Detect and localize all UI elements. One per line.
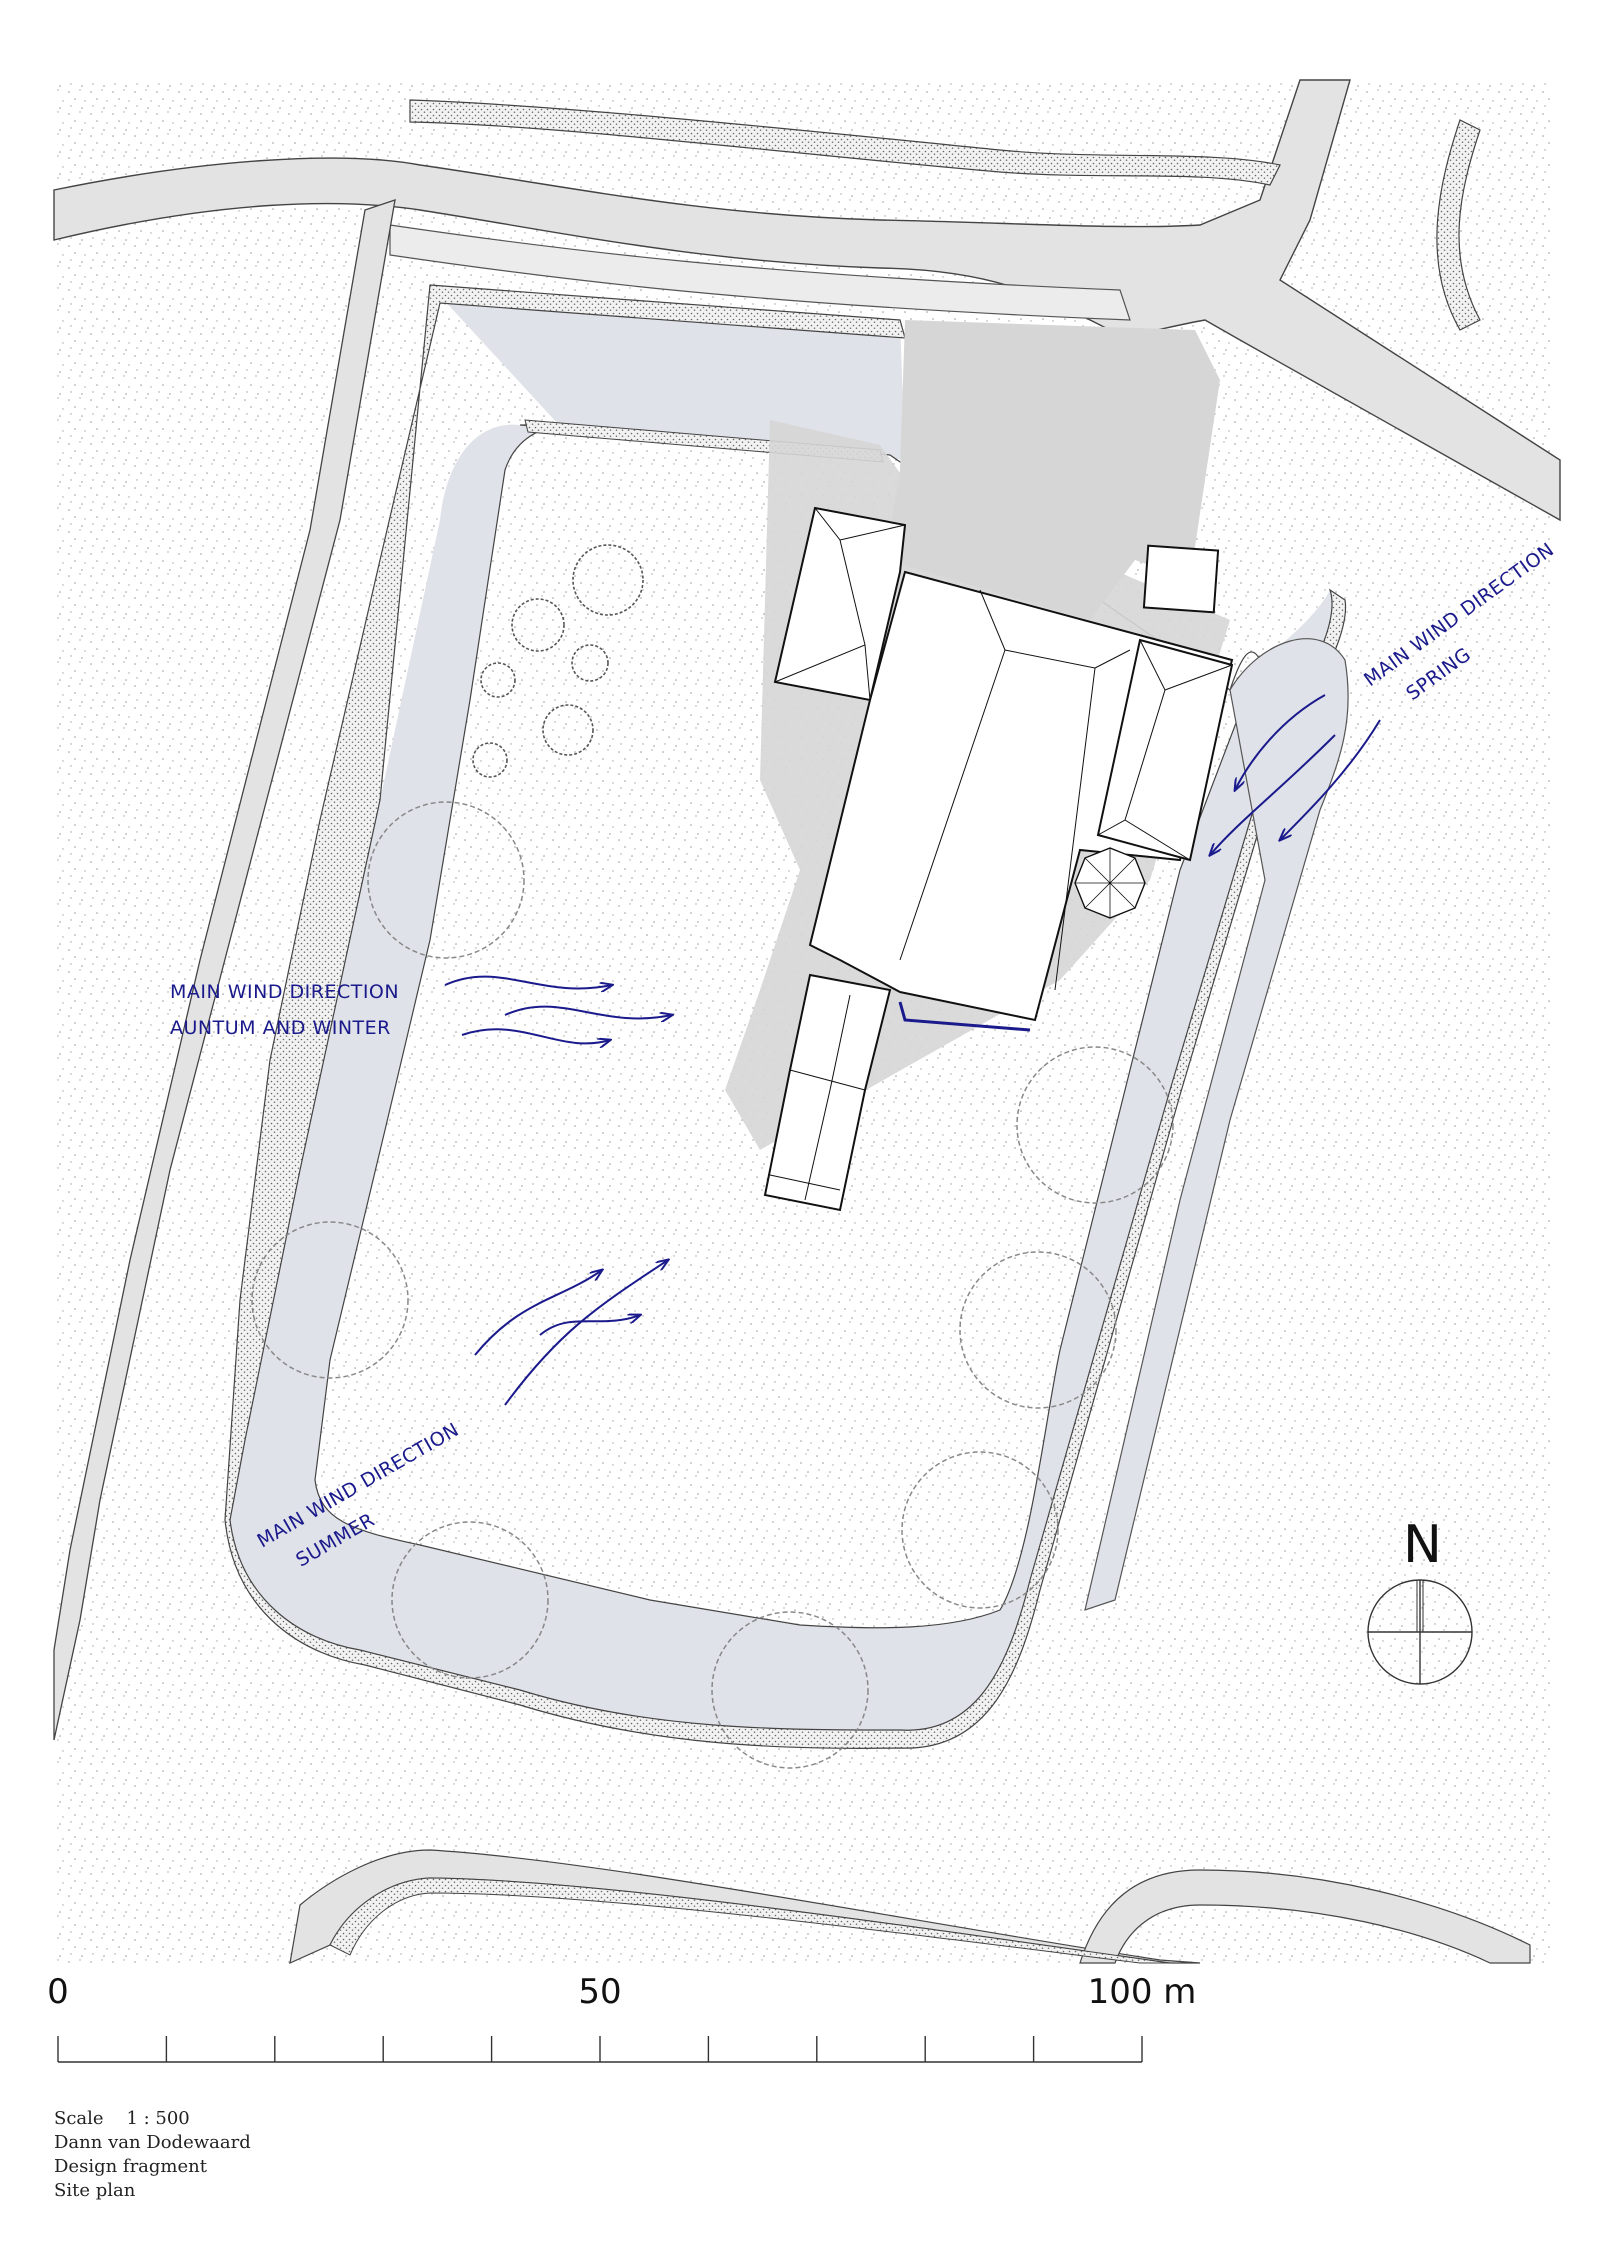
- wind-arrows-autumn-winter: [444, 975, 672, 1044]
- wind-label-autumn-title: MAIN WIND DIRECTION: [170, 981, 399, 1003]
- drawing-title: Site plan: [54, 2180, 136, 2201]
- road-verge: [389, 224, 1131, 321]
- moat-outer-bank: [224, 284, 1347, 1749]
- scale-label-50: 50: [578, 1972, 621, 2012]
- title-block: Scale 1 : 500 Dann van Dodewaard Design …: [54, 2107, 251, 2203]
- drawing-subtitle: Design fragment: [54, 2156, 207, 2177]
- scale-bar: [57, 2036, 1143, 2063]
- wind-arrows-spring: [1210, 694, 1381, 855]
- main-building: [763, 506, 1234, 1212]
- scale-label-0: 0: [47, 1972, 69, 2012]
- tree-canopies: [251, 801, 1174, 1769]
- lower-road-right: [1079, 1869, 1531, 1964]
- tree-group-north: [472, 544, 644, 778]
- highlight-facade: [898, 1001, 1031, 1032]
- scale-label-100: 100 m: [1088, 1972, 1197, 2012]
- wind-label-autumn-season: AUNTUM AND WINTER: [170, 1017, 391, 1039]
- moat-east-arm: [1084, 638, 1349, 1611]
- left-road: [53, 199, 396, 1741]
- right-hedge: [1436, 119, 1481, 331]
- lower-hedge: [329, 1877, 1171, 1964]
- upper-road: [53, 79, 1561, 522]
- north-letter: N: [1403, 1515, 1442, 1575]
- upper-hedge: [409, 99, 1281, 186]
- north-arrow-icon: [1367, 1579, 1473, 1685]
- wind-arrows-summer: [474, 1260, 668, 1406]
- author-name: Dann van Dodewaard: [54, 2132, 251, 2153]
- scale-caption: Scale 1 : 500: [54, 2108, 190, 2129]
